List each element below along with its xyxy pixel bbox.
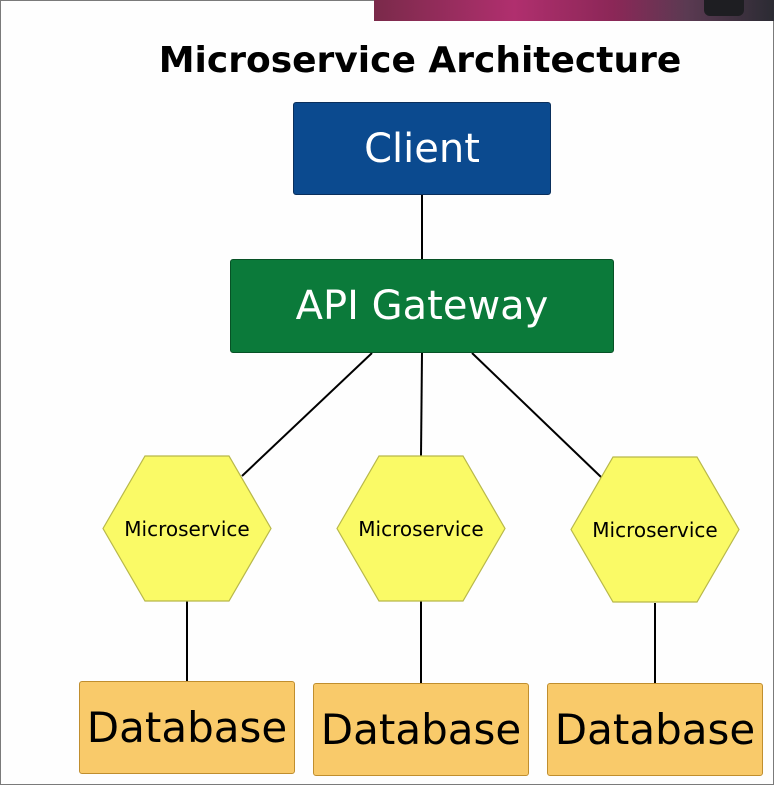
microservice-label-1: Microservice (124, 516, 250, 541)
client-label: Client (364, 125, 480, 172)
database-node-2: Database (313, 683, 529, 776)
database-node-1: Database (79, 681, 295, 774)
microservice-label-3: Microservice (592, 517, 718, 542)
database-label-3: Database (554, 705, 756, 754)
database-label-2: Database (320, 705, 522, 754)
edge-gateway-microservice-2 (420, 352, 423, 457)
database-label-1: Database (86, 703, 288, 752)
client-node: Client (293, 102, 551, 195)
microservice-node-1: Microservice (102, 455, 272, 602)
edge-gateway-microservice-3 (471, 352, 602, 478)
microphone-icon (704, 0, 744, 16)
database-node-3: Database (547, 683, 763, 776)
presenter-video-thumbnail (374, 0, 774, 21)
microservice-label-2: Microservice (358, 516, 484, 541)
diagram-title: Microservice Architecture (158, 40, 682, 81)
microservice-node-3: Microservice (570, 456, 740, 603)
microservice-node-2: Microservice (336, 455, 506, 602)
edge-gateway-microservice-1 (241, 352, 373, 477)
api-gateway-label: API Gateway (295, 283, 549, 329)
api-gateway-node: API Gateway (230, 259, 614, 353)
